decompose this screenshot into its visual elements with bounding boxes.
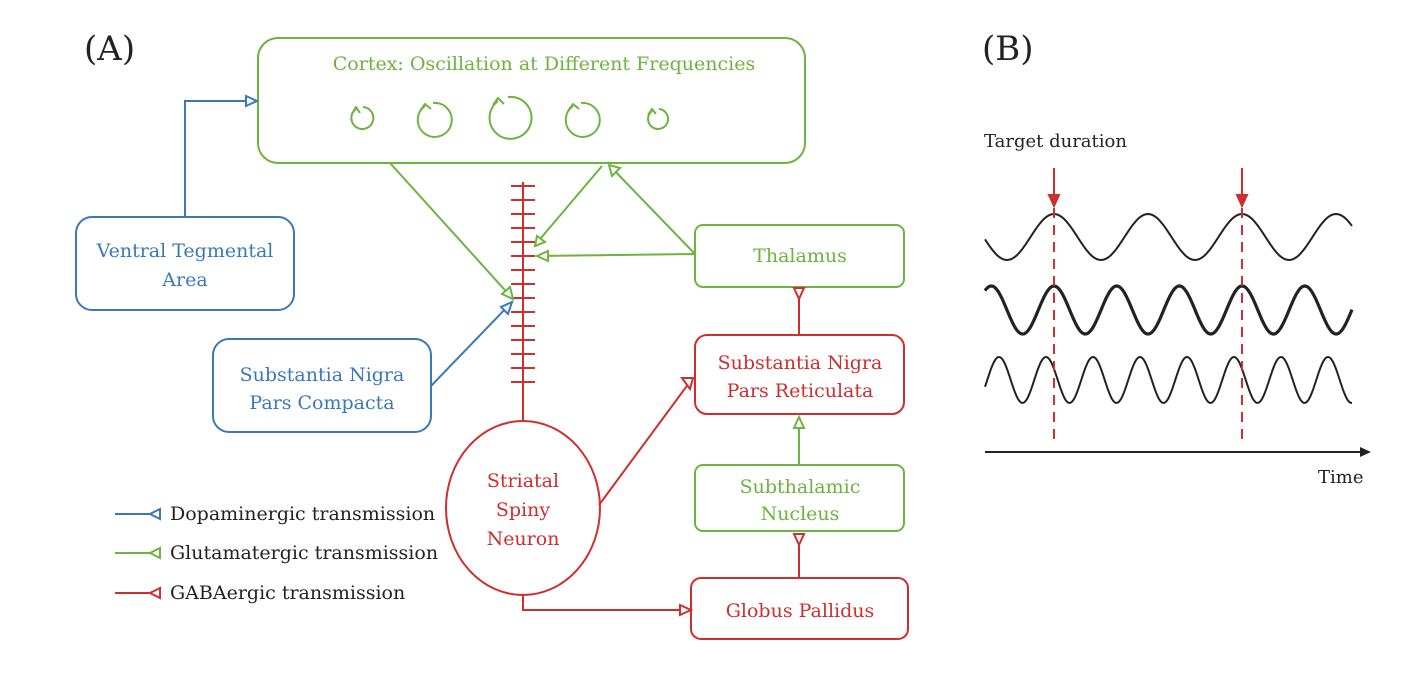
stn-label-line2: Nucleus [761, 503, 840, 525]
oscillation-icon [350, 106, 375, 130]
time-axis-label: Time [1318, 467, 1363, 488]
vta-to-cortex [184, 100, 256, 217]
thalamus-node: Thalamus [694, 224, 905, 288]
stn-node: Subthalamic Nucleus [694, 464, 905, 532]
dopaminergic-connections [184, 94, 514, 387]
thalamus-to-dendrite-arrowhead [534, 249, 549, 263]
dendrite-spines [511, 185, 535, 383]
cortex-node: Cortex: Oscillation at Different Frequen… [257, 37, 806, 164]
legend-dopamine: Dopaminergic transmission [115, 503, 435, 525]
wave-slow [984, 212, 1353, 262]
stn-label-line1: Subthalamic [740, 476, 861, 498]
oscillation-icon [488, 95, 533, 140]
dendrite [511, 182, 535, 421]
cortex-to-striatum [389, 162, 514, 300]
oscillation-icon [416, 101, 453, 138]
gp-node: Globus Pallidus [690, 577, 909, 640]
wave-medium [983, 284, 1354, 336]
striatal-neuron-node: Striatal Spiny Neuron [445, 420, 601, 596]
thalamus-label: Thalamus [753, 245, 847, 267]
snc-to-striatum-arrowhead [499, 300, 514, 316]
target-arrows [1047, 168, 1249, 209]
gp-to-stn-arrowhead [792, 533, 806, 548]
oscillation-icon [564, 101, 601, 138]
stn-to-snr-arrowhead [792, 414, 806, 429]
panel-a-label: (A) [84, 29, 135, 69]
wave-fast [984, 355, 1352, 404]
vta-label-line1: Ventral Tegmental [96, 240, 274, 262]
snr-label-line1: Substantia Nigra [718, 352, 883, 374]
thalamus-to-dendrite [536, 253, 696, 257]
cortex-to-dendrite-arrowhead [533, 234, 548, 248]
target-duration-label: Target duration [984, 131, 1127, 152]
glutamatergic-connections [389, 162, 806, 465]
striatum-to-snr-arrowhead [680, 377, 695, 392]
vta-node: Ventral Tegmental Area [75, 216, 295, 311]
cortex-to-dendrite [534, 165, 603, 246]
vta-to-cortex-arrowhead [245, 94, 260, 108]
legend-dopamine-label: Dopaminergic transmission [170, 503, 435, 525]
snr-to-thalamus-arrowhead [792, 287, 806, 302]
legend-glutamate-label: Glutamatergic transmission [170, 542, 438, 564]
legend-gaba: GABAergic transmission [115, 582, 405, 604]
vta-label-line2: Area [161, 269, 207, 291]
oscillation-icon [647, 108, 670, 130]
panel-b-label: (B) [982, 29, 1034, 69]
ssn-label-line2: Spiny [496, 499, 550, 521]
snc-to-striatum [430, 301, 513, 387]
gp-label: Globus Pallidus [726, 600, 875, 622]
cortex-to-striatum-arrowhead [500, 285, 515, 301]
ssn-label-line1: Striatal [487, 470, 559, 492]
ssn-label-line3: Neuron [487, 528, 560, 550]
thalamus-to-cortex [609, 165, 696, 255]
striatum-to-gp-arrowhead [679, 603, 694, 617]
time-axis: Time [985, 447, 1371, 488]
snc-label-line1: Substantia Nigra [240, 364, 405, 386]
snr-node: Substantia Nigra Pars Reticulata [694, 334, 905, 415]
striatum-to-snr [598, 378, 693, 506]
thalamus-to-cortex-arrowhead [607, 163, 622, 178]
striatum-to-gp [522, 595, 690, 611]
snc-label-line2: Pars Compacta [249, 392, 394, 414]
snc-node: Substantia Nigra Pars Compacta [212, 338, 432, 433]
legend-glutamate: Glutamatergic transmission [115, 542, 438, 564]
oscillation-waves [983, 212, 1354, 404]
snr-label-line2: Pars Reticulata [727, 380, 874, 402]
legend-gaba-label: GABAergic transmission [170, 582, 405, 604]
legend: Dopaminergic transmission Glutamatergic … [115, 503, 438, 604]
gabaergic-connections [522, 287, 806, 617]
cortex-label: Cortex: Oscillation at Different Frequen… [333, 53, 755, 75]
oscillation-icons [350, 95, 670, 140]
target-markers [1053, 208, 1243, 445]
